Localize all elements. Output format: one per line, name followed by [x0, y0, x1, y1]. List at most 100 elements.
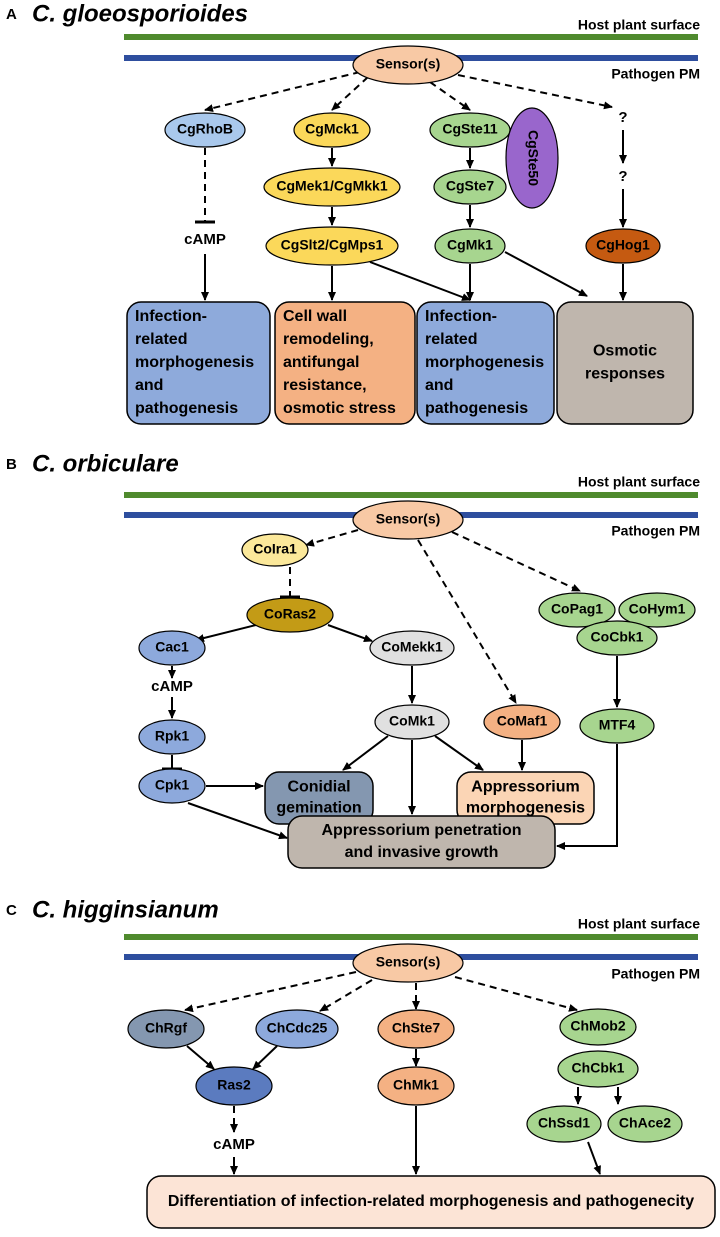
node-cgste50 [505, 107, 559, 209]
node-label-copag1: CoPag1 [551, 601, 603, 617]
edge-sensor-to-cgste11 [429, 81, 471, 111]
node-cgmek1 [263, 167, 401, 207]
outcome-text-apppen: Appressorium penetration [321, 822, 521, 839]
outcome-text-out1: morphogenesis [135, 354, 254, 371]
outcome-text-out1: and [135, 377, 163, 394]
node-label-chmk1: ChMk1 [393, 1077, 439, 1093]
outcome-box-out3 [416, 301, 555, 425]
node-label-camp: cAMP [213, 1136, 255, 1153]
node-label-cghog1: CgHog1 [596, 237, 650, 253]
node-label-chace2: ChAce2 [619, 1115, 671, 1131]
node-label-cgste50: CgSte50 [525, 130, 541, 186]
node-label-cocbk1: CoCbk1 [591, 629, 644, 645]
node-label-camp: cAMP [184, 231, 226, 248]
node-cohym1 [618, 592, 696, 628]
edge-sensor-to-q1 [457, 74, 613, 110]
node-sensor [352, 500, 464, 540]
node-label-q2: ? [618, 168, 627, 185]
node-cgste7 [433, 169, 507, 205]
node-label-mtf4: MTF4 [599, 717, 636, 733]
edge-sensor-to-chrgf [184, 971, 357, 1013]
node-cgslt2 [265, 226, 399, 266]
node-label-comaf1: CoMaf1 [497, 713, 548, 729]
outcome-text-apppen: and invasive growth [345, 844, 499, 861]
node-label-ras2: Ras2 [217, 1077, 251, 1093]
edge-sensor-to-chmob2 [454, 976, 578, 1012]
edge-comk1-to-conidial [342, 735, 389, 771]
host-plant-surface-label: Host plant surface [578, 17, 700, 33]
edge-coras2-to-comekk1 [327, 624, 373, 643]
edge-chrgf-to-ras2 [186, 1045, 215, 1070]
node-rpk1 [138, 719, 206, 755]
outcome-text-out1: Infection- [135, 308, 207, 325]
panel-title: C. higginsianum [32, 896, 219, 923]
edge-sensor-to-cgrhob [204, 71, 361, 112]
node-label-comk1: CoMk1 [389, 713, 435, 729]
outcome-text-out2: resistance, [283, 377, 367, 394]
node-label-cgste7: CgSte7 [446, 178, 494, 194]
pathogen-pm-label: Pathogen PM [611, 966, 700, 982]
node-sensor [352, 45, 464, 85]
node-label-coras2: CoRas2 [264, 606, 316, 622]
outcome-text-conidial: Conidial [287, 779, 350, 796]
node-comekk1 [369, 630, 455, 666]
outcome-text-out3: Infection- [425, 308, 497, 325]
host-plant-surface-label: Host plant surface [578, 916, 700, 932]
edge-cgslt2-to-out3 [369, 261, 471, 301]
node-sensor [352, 943, 464, 983]
node-label-chrgf: ChRgf [145, 1020, 187, 1036]
node-mtf4 [579, 708, 655, 744]
edge-sensor-to-copag1 [451, 531, 581, 592]
outcome-text-appmorph: morphogenesis [466, 800, 585, 817]
edge-sensor-to-coira1 [305, 529, 359, 547]
outcome-box-diff [146, 1175, 716, 1229]
pathogen-pm-label: Pathogen PM [611, 66, 700, 82]
outcome-text-out1: pathogenesis [135, 400, 238, 417]
node-ras2 [195, 1066, 273, 1106]
node-label-comekk1: CoMekk1 [381, 639, 443, 655]
node-label-sensor: Sensor(s) [376, 954, 441, 970]
node-label-sensor: Sensor(s) [376, 56, 441, 72]
node-chssd1 [526, 1105, 602, 1143]
node-chrgf [127, 1009, 205, 1049]
node-coras2 [246, 597, 334, 633]
panel-title: C. orbiculare [32, 450, 179, 477]
host-plant-surface-line [124, 492, 698, 498]
node-label-q1: ? [618, 109, 627, 126]
node-label-cgste11: CgSte11 [442, 121, 497, 137]
outcome-box-out1 [126, 301, 271, 425]
node-label-cgmk1: CgMk1 [447, 237, 493, 253]
node-chcbk1 [557, 1050, 639, 1088]
outcome-text-out3: pathogenesis [425, 400, 528, 417]
node-label-rpk1: Rpk1 [155, 728, 189, 744]
outcome-text-conidial: gemination [276, 800, 361, 817]
edge-sensor-to-chcdc25 [319, 979, 373, 1012]
host-plant-surface-line [124, 34, 698, 40]
panel-letter: A [6, 6, 17, 23]
node-label-cac1: Cac1 [155, 639, 189, 655]
outcome-text-appmorph: Appressorium [471, 779, 579, 796]
edge-chssd1-to-diff [587, 1141, 601, 1175]
node-comk1 [374, 704, 450, 740]
node-label-cohym1: CoHym1 [629, 601, 686, 617]
panel-letter: C [6, 902, 17, 919]
outcome-box-out4 [556, 301, 694, 425]
outcome-text-out2: remodeling, [283, 331, 374, 348]
node-cac1 [138, 630, 206, 666]
node-label-coira1: CoIra1 [253, 541, 297, 557]
node-label-chcdc25: ChCdc25 [267, 1020, 328, 1036]
outcome-text-out2: antifungal [283, 354, 359, 371]
node-label-cgslt2: CgSlt2/CgMps1 [281, 237, 384, 253]
node-label-cgmck1: CgMck1 [305, 121, 359, 137]
edge-comk1-to-appmorph [434, 735, 484, 771]
node-cocbk1 [576, 620, 658, 656]
node-cgmk1 [434, 228, 506, 264]
node-label-chssd1: ChSsd1 [538, 1115, 590, 1131]
outcome-text-diff: Differentiation of infection-related mor… [168, 1193, 694, 1210]
edge-mtf4-to-apppen [556, 744, 618, 850]
edge-sensor-to-comaf1 [417, 539, 517, 704]
pathogen-pm-label: Pathogen PM [611, 523, 700, 539]
node-chcdc25 [255, 1009, 339, 1049]
node-label-chste7: ChSte7 [392, 1020, 440, 1036]
